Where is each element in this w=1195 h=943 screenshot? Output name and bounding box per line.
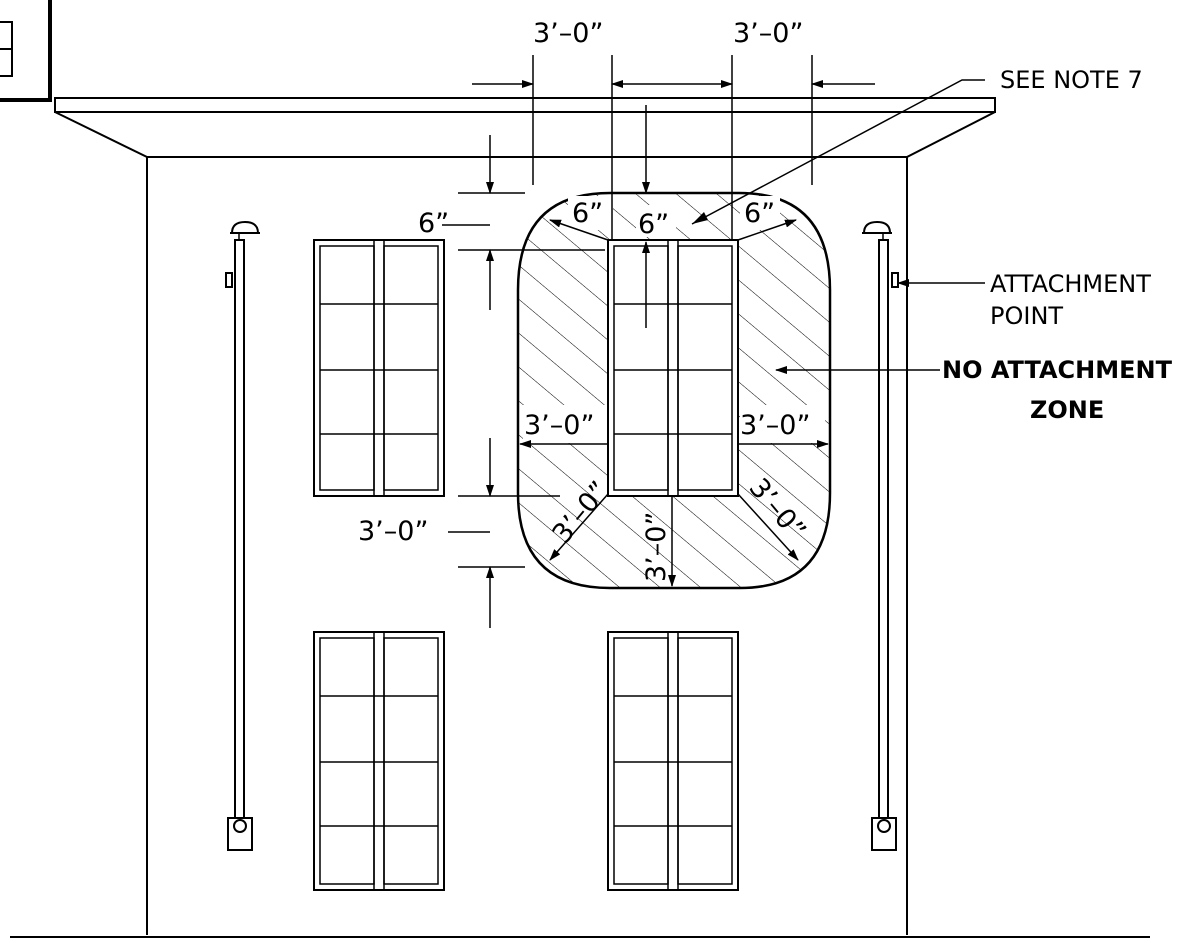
window-bottom-left — [313, 631, 445, 891]
no-attachment-zone — [516, 191, 832, 590]
window-top-left — [313, 239, 445, 497]
roof-parapet — [54, 97, 996, 935]
attachment-point-line1: ATTACHMENT — [990, 270, 1151, 298]
pole-left — [225, 220, 260, 851]
dim-left-six-label: 6” — [418, 208, 449, 239]
dim-side-right-label: 3’–0” — [740, 410, 810, 441]
dim-left-six: 6” — [418, 135, 605, 310]
see-note-label: SEE NOTE 7 — [1000, 66, 1143, 94]
dim-bottom-center-label: 3’–0” — [641, 512, 672, 582]
pole-right — [862, 220, 899, 851]
dim-top-right-label: 3’–0” — [733, 18, 803, 49]
no-attachment-line1: NO ATTACHMENT — [942, 356, 1173, 384]
dim-top: 3’–0” 3’–0” — [472, 18, 875, 240]
note-attachment-point: ATTACHMENT POINT — [897, 270, 1151, 330]
dim-bottom-left: 3’–0” — [358, 438, 560, 628]
dim-bottom-left-label: 3’–0” — [358, 516, 428, 547]
window-bottom-right — [607, 631, 739, 891]
dim-top-left-label: 3’–0” — [533, 18, 603, 49]
corner-fragment — [0, 0, 52, 102]
note-no-attachment-zone: NO ATTACHMENT ZONE — [775, 356, 1173, 424]
window-top-center — [607, 239, 739, 497]
attachment-point-line2: POINT — [990, 302, 1063, 330]
no-attachment-line2: ZONE — [1030, 396, 1104, 424]
dim-center-six: 6” — [638, 105, 669, 328]
dim-diag-left-six-label: 6” — [572, 198, 603, 229]
note-see-7: SEE NOTE 7 — [691, 66, 1143, 225]
dim-center-six-label: 6” — [638, 209, 669, 240]
dim-sides: 3’–0” 3’–0” — [519, 410, 829, 448]
dim-side-left-label: 3’–0” — [524, 410, 594, 441]
dim-diag-top: 6” 6” — [549, 198, 797, 241]
dim-diag-right-six-label: 6” — [744, 198, 775, 229]
